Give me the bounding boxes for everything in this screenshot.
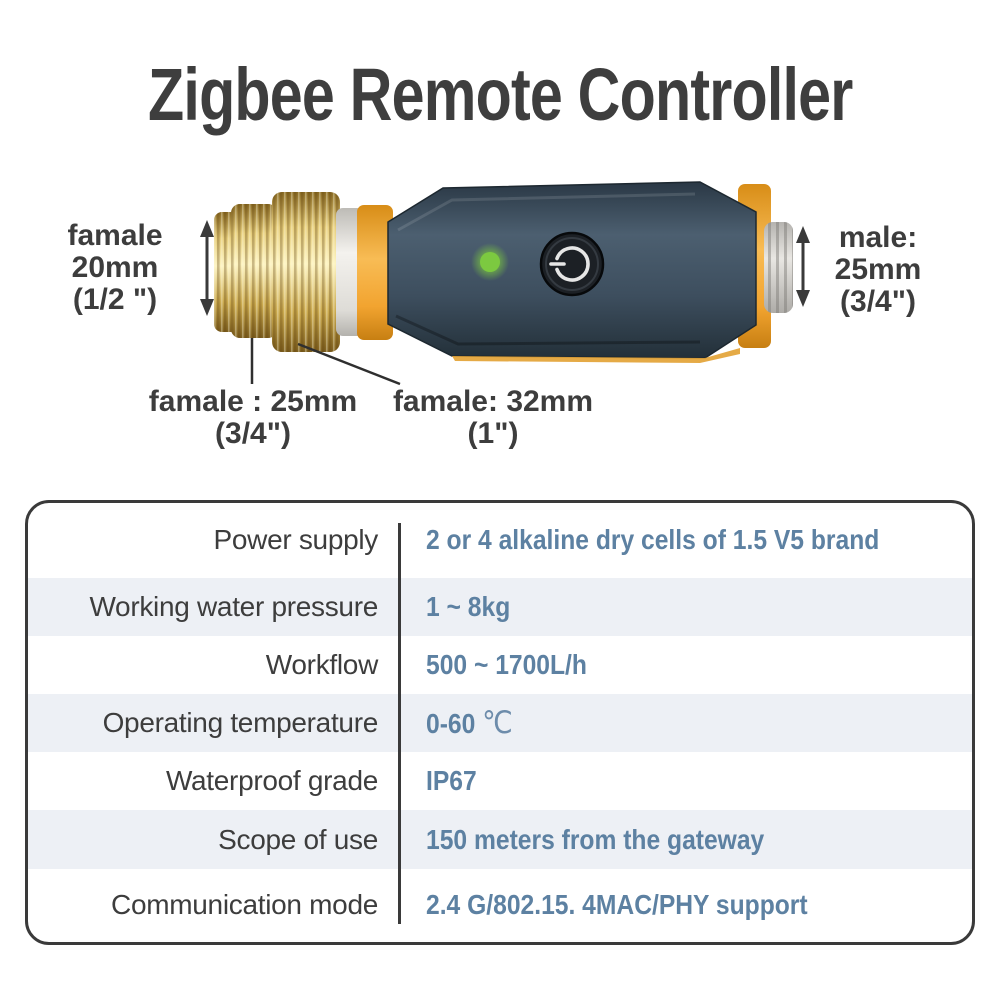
leader-line-32mm [297,342,401,386]
annotation-line: 25mm [834,253,922,286]
power-icon [549,246,590,282]
led-indicator [471,243,509,281]
annotation-line: famale [67,219,163,252]
white-spacer-ring [336,208,364,336]
spec-row-value: IP67 [426,765,477,797]
spec-row-label: Waterproof grade [165,765,378,797]
dimension-arrow-left [200,220,214,316]
orange-collar [357,205,393,340]
female-half-inch-fitting [214,204,277,338]
spec-row-value: 0-60 ℃ [426,705,513,741]
spec-row-label: Workflow [265,648,379,680]
spec-row-label: Power supply [213,524,379,556]
spec-row: Workflow 500 ~ 1700L/h [28,636,972,694]
spec-rows: Power supply 2 or 4 alkaline dry cells o… [28,503,972,942]
annotation-female-32mm: famale: 32mm (1") [373,386,613,450]
annotation-line: famale: 32mm [392,385,594,418]
spec-row-value: 150 meters from the gateway [426,823,765,855]
annotation-female-20mm: famale 20mm (1/2 ") [30,220,200,316]
table-divider [398,523,401,924]
annotation-line: male: [838,221,918,254]
spec-row: Operating temperature 0-60 ℃ [28,693,972,753]
annotation-line: (1") [467,417,519,450]
spec-row-value-cell: 1 ~ 8kg [378,591,972,623]
spec-row: Power supply 2 or 4 alkaline dry cells o… [28,503,972,578]
spec-row-value-cell: 2.4 G/802.15. 4MAC/PHY support [378,889,972,921]
spec-row-value-cell: IP67 [378,765,972,797]
spec-row-label: Working water pressure [89,590,378,622]
female-one-inch-fitting [272,192,340,352]
spec-row-label: Scope of use [218,823,378,855]
annotation-line: (3/4") [215,417,291,450]
spec-row-label: Operating temperature [102,707,379,739]
annotation-line: (1/2 ") [72,283,158,316]
spec-row-value-cell: 2 or 4 alkaline dry cells of 1.5 V5 bran… [378,524,972,556]
spec-row-value-cell: 500 ~ 1700L/h [378,649,972,681]
annotation-line: 20mm [71,251,159,284]
spec-row-value: 2.4 G/802.15. 4MAC/PHY support [426,889,808,921]
annotation-line: famale : 25mm [148,385,358,418]
annotation-female-25mm: famale : 25mm (3/4") [133,386,373,450]
spec-row-value: 1 ~ 8kg [426,590,511,622]
spec-row-value: 2 or 4 alkaline dry cells of 1.5 V5 bran… [426,524,880,556]
spec-row-value-cell: 0-60 ℃ [378,705,972,741]
spec-row: Scope of use 150 meters from the gateway [28,810,972,869]
spec-row: Working water pressure 1 ~ 8kg [28,577,972,636]
power-button [539,231,605,297]
degree-celsius-symbol: ℃ [475,705,513,741]
spec-row: Communication mode 2.4 G/802.15. 4MAC/PH… [28,869,972,942]
male-threaded-connector [764,222,793,313]
annotation-male-25mm: male: 25mm (3/4") [808,222,948,318]
orange-end-cap [738,184,771,348]
annotation-line: (3/4") [840,285,916,318]
spec-row-label: Communication mode [111,889,378,921]
spec-row-value: 500 ~ 1700L/h [426,648,587,680]
spec-table: Power supply 2 or 4 alkaline dry cells o… [25,500,975,945]
title-row: Zigbee Remote Controller [0,52,1000,137]
spec-row-value-cell: 150 meters from the gateway [378,824,972,856]
spec-row: Waterproof grade IP67 [28,752,972,810]
controller-body [387,181,757,363]
page-title: Zigbee Remote Controller [147,53,853,136]
